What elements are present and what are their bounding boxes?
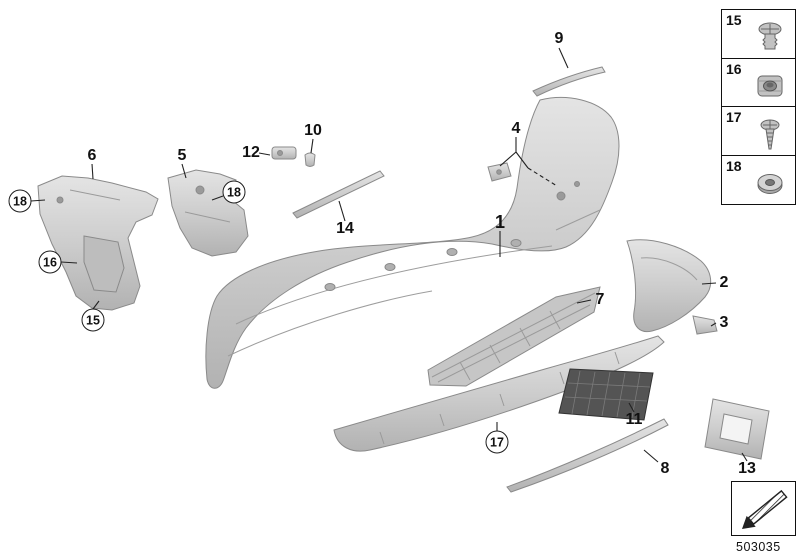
legend-label-17: 17: [726, 109, 742, 126]
leader-lines: [30, 47, 748, 463]
callout-13[interactable]: 13: [738, 460, 756, 477]
part-bracket-3: [692, 315, 718, 335]
callout-8[interactable]: 8: [660, 460, 670, 477]
part-lower-strip-8: [506, 418, 669, 493]
callout-12[interactable]: 12: [242, 144, 260, 161]
callout-2[interactable]: 2: [719, 274, 729, 291]
callout-3[interactable]: 3: [719, 314, 729, 331]
callout-5[interactable]: 5: [177, 147, 187, 164]
callout-9[interactable]: 9: [554, 30, 564, 47]
part-mesh-grille-11: [558, 368, 654, 421]
callout-17-circled[interactable]: 17: [485, 430, 509, 454]
body-nut-clip-icon: [752, 70, 788, 104]
callout-15-circled[interactable]: 15: [81, 308, 105, 332]
grommet-icon: [752, 167, 788, 201]
callout-11[interactable]: 11: [625, 411, 643, 428]
part-trim-strip-9: [532, 66, 606, 97]
expanding-rivet-icon: [752, 21, 788, 55]
part-clip-12: [271, 146, 297, 160]
part-guide-strip-14: [292, 170, 385, 219]
callout-1[interactable]: 1: [494, 212, 506, 232]
callout-18-circled-mid[interactable]: 18: [222, 180, 246, 204]
part-corner-trim-2: [626, 239, 712, 333]
drawing-number: 503035: [736, 540, 781, 554]
direction-arrow-icon: [742, 489, 788, 529]
direction-indicator-box: [731, 481, 796, 536]
legend-item-15[interactable]: 15: [721, 9, 796, 59]
legend-item-16[interactable]: 16: [721, 57, 796, 108]
part-mounting-bracket-left-6: [37, 175, 159, 311]
callout-18-circled-left[interactable]: 18: [8, 189, 32, 213]
part-clip-10: [304, 152, 316, 167]
legend-item-17[interactable]: 17: [721, 106, 796, 157]
screw-icon: [752, 118, 788, 152]
callout-7[interactable]: 7: [595, 291, 605, 308]
legend-label-16: 16: [726, 60, 742, 77]
callout-14[interactable]: 14: [336, 220, 354, 237]
legend-item-18[interactable]: 18: [721, 154, 796, 205]
callout-16-circled[interactable]: 16: [38, 250, 62, 274]
part-lower-trim-band: [333, 335, 665, 452]
callout-4[interactable]: 4: [511, 120, 521, 137]
legend-label-15: 15: [726, 12, 742, 28]
callout-6[interactable]: 6: [87, 147, 97, 164]
part-rear-bumper-trim-1: [205, 96, 620, 389]
part-diffuser-insert-7: [427, 286, 601, 387]
fastener-legend: 15 16 17: [721, 9, 796, 205]
legend-label-18: 18: [726, 157, 742, 174]
callout-10[interactable]: 10: [304, 122, 322, 139]
part-plate-13: [704, 398, 770, 460]
